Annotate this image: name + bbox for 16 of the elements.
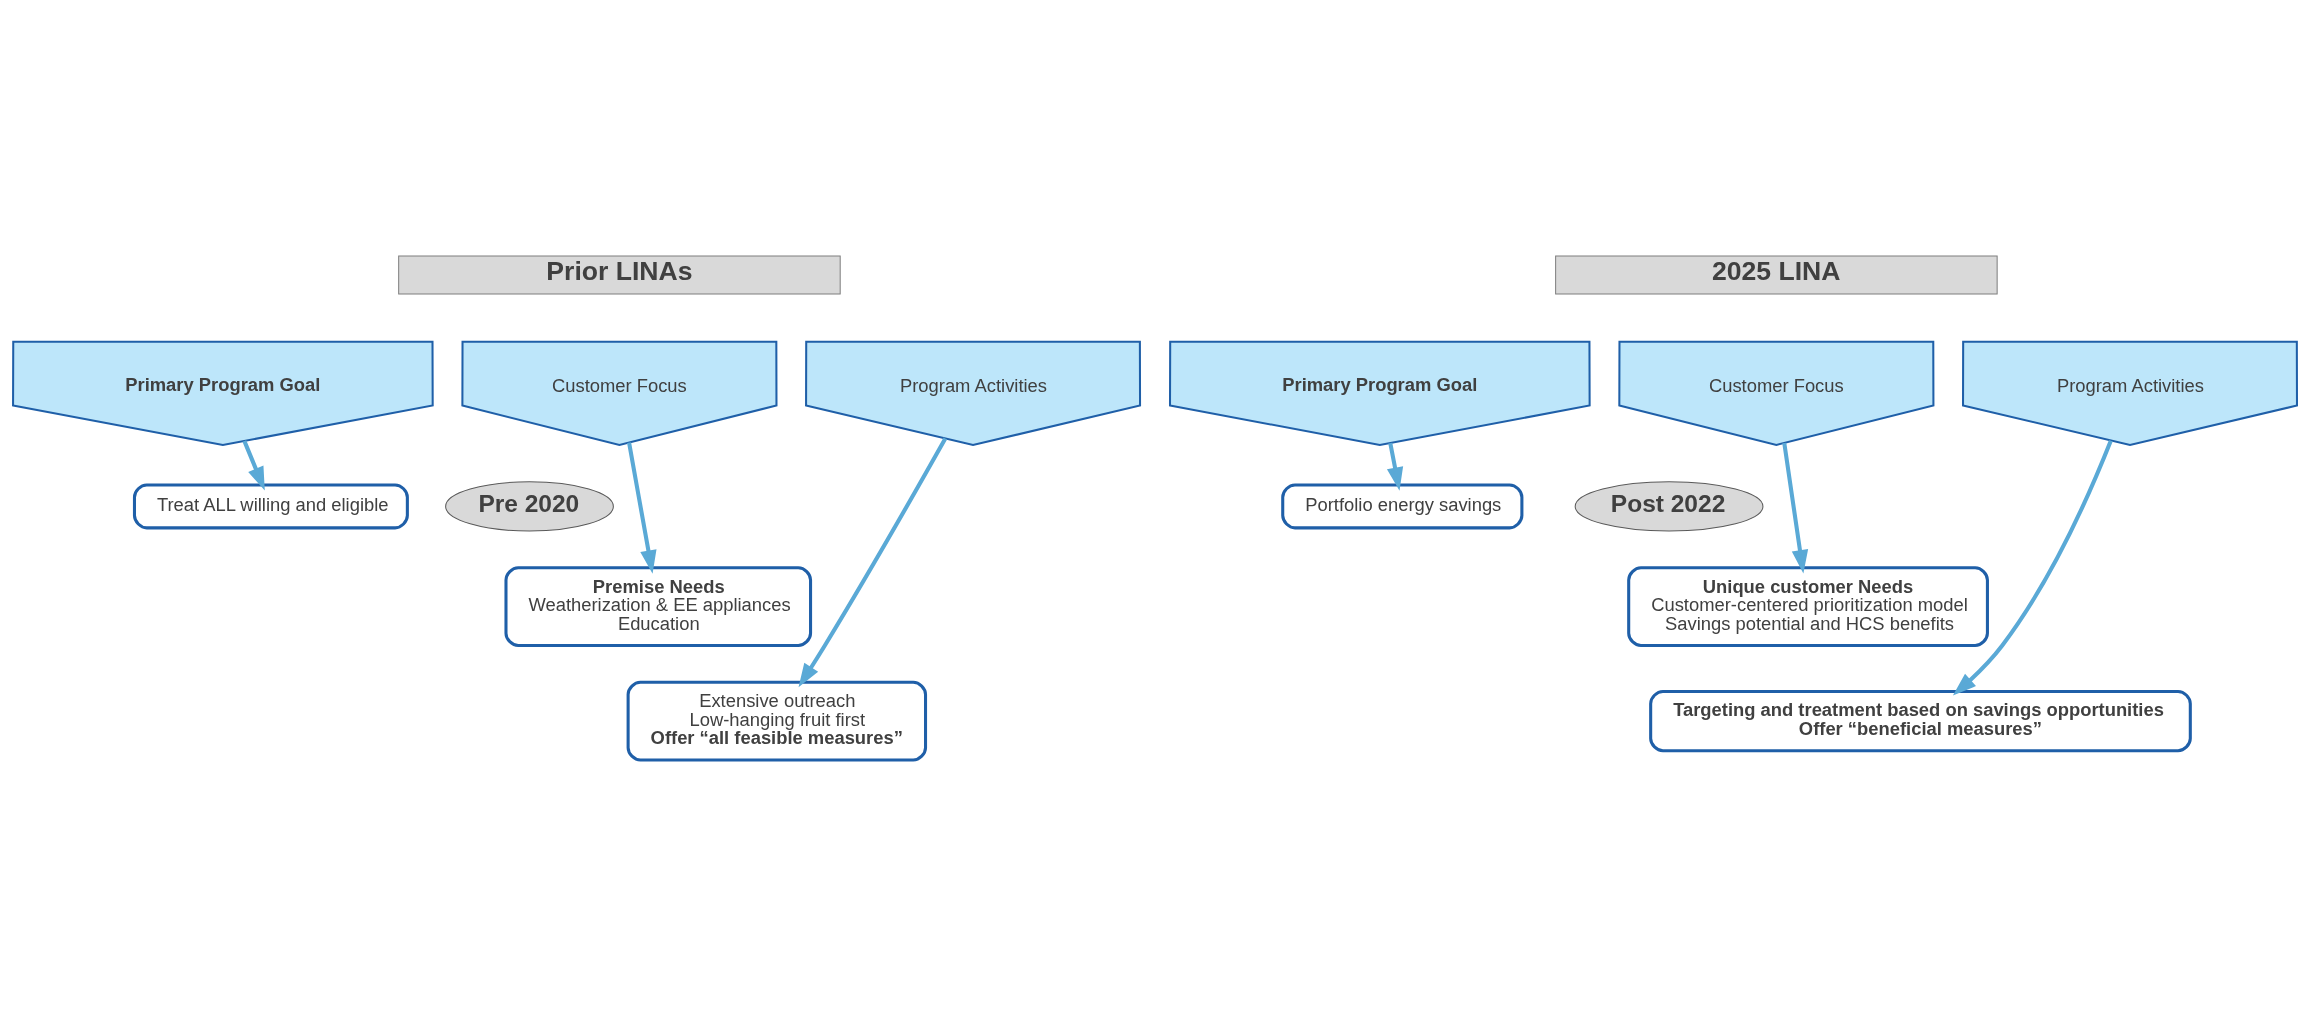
node-box: Unique customer Needs Customer-centered prioritization model Savings potential and HCS benefits	[1627, 566, 1989, 647]
node-box: Portfolio energy savings	[1281, 483, 1524, 530]
arrow	[242, 440, 265, 491]
arrow	[627, 442, 657, 574]
node-box: Prior LINAs	[398, 255, 841, 295]
node-box: Targeting and treatment based on savings opportunities Offer “beneficial measures”	[1649, 689, 2192, 753]
node-box: Premise Needs Weatherization & EE appliances Education	[504, 566, 813, 647]
node-ellipse: Post 2022	[1574, 481, 1764, 532]
arrow	[1782, 442, 1809, 574]
arrow	[798, 437, 948, 688]
arrow	[1386, 442, 1404, 491]
node-box: Extensive outreach Low-hanging fruit first Offer “all feasible measures”	[626, 680, 928, 762]
arrow	[1952, 439, 2113, 696]
node-box: 2025 LINA	[1555, 255, 1998, 295]
node-box: Treat ALL willing and eligible	[132, 483, 409, 530]
node-ellipse: Pre 2020	[445, 481, 614, 532]
